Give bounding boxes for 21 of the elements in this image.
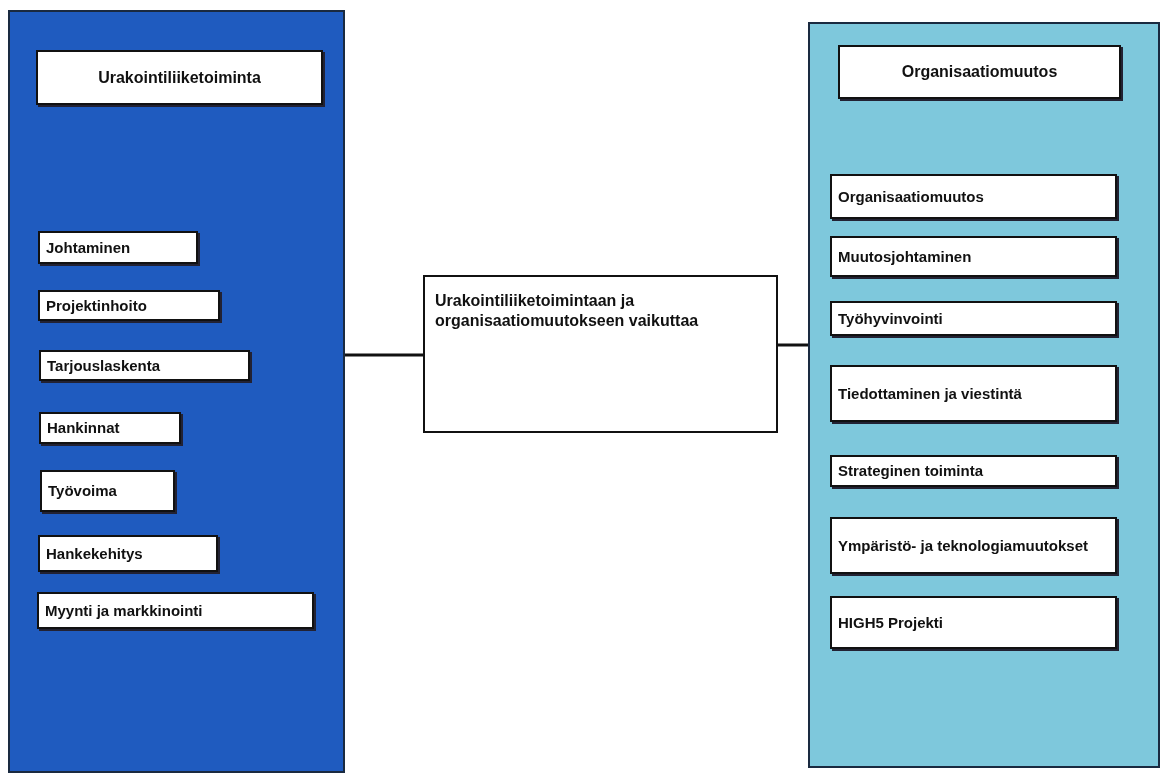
item-box: Projektinhoito	[38, 290, 220, 321]
item-box: Tiedottaminen ja viestintä	[830, 365, 1117, 422]
item-box: Ympäristö- ja teknologiamuutokset	[830, 517, 1117, 574]
item-box: Strateginen toiminta	[830, 455, 1117, 487]
item-box: Myynti ja markkinointi	[37, 592, 314, 629]
heading-box: Organisaatiomuutos	[838, 45, 1121, 99]
heading-box: Urakointiliiketoiminta	[36, 50, 323, 105]
panel-background	[808, 22, 1160, 768]
item-box: Työvoima	[40, 470, 175, 512]
item-box: Muutosjohtaminen	[830, 236, 1117, 277]
item-box: Hankinnat	[39, 412, 181, 444]
item-box: Johtaminen	[38, 231, 198, 264]
item-box: Organisaatiomuutos	[830, 174, 1117, 219]
item-box: Hankekehitys	[38, 535, 218, 572]
text-box: Urakointiliiketoimintaan ja organisaatiomuutokseen vaikuttaa	[423, 275, 778, 433]
item-box: Työhyvinvointi	[830, 301, 1117, 336]
item-box: HIGH5 Projekti	[830, 596, 1117, 649]
connector-line	[778, 343, 808, 347]
connector-line	[345, 353, 423, 357]
panel-background	[8, 10, 345, 773]
item-box: Tarjouslaskenta	[39, 350, 250, 381]
